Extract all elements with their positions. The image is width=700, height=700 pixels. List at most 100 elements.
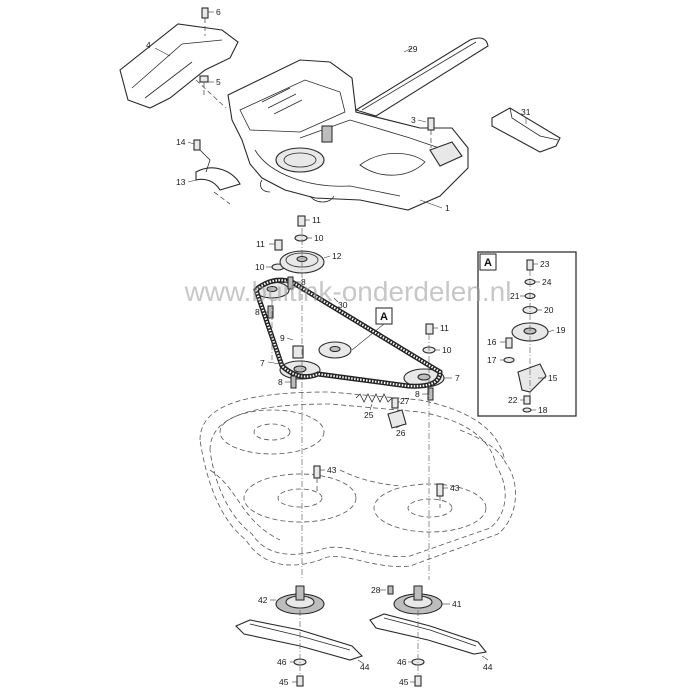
part-label-9: 9 (280, 333, 294, 343)
svg-text:43: 43 (327, 465, 337, 475)
svg-text:29: 29 (408, 44, 418, 54)
svg-text:12: 12 (332, 251, 342, 261)
part-label-20: 20 (537, 305, 554, 315)
svg-text:A: A (380, 311, 388, 323)
spacer (292, 345, 304, 359)
part-label-8c: 8 (278, 377, 291, 387)
part-label-24: 24 (535, 277, 552, 287)
part-label-27: 27 (398, 396, 410, 406)
svg-text:13: 13 (176, 177, 186, 187)
blade-left (235, 619, 364, 661)
spindles-and-blades (235, 585, 488, 687)
part-label-23: 23 (533, 259, 550, 269)
svg-text:7: 7 (260, 358, 265, 368)
svg-text:43: 43 (450, 483, 460, 493)
part-label-12: 12 (323, 251, 342, 261)
part-label-25: 25 (364, 403, 374, 420)
svg-text:8: 8 (278, 377, 283, 387)
part-label-31: 31 (521, 107, 531, 124)
part-labels: 1 3 4 5 6 7 7 8 8 8 8 9 10 10 10 11 11 1… (146, 7, 566, 687)
deck-cover (227, 59, 469, 211)
svg-text:21: 21 (510, 291, 520, 301)
inset-bracket (517, 363, 547, 393)
part-label-8d: 8 (415, 389, 428, 399)
svg-text:16: 16 (487, 337, 497, 347)
part-label-30: 30 (333, 297, 348, 310)
part-label-29: 29 (403, 44, 418, 54)
tension-spring (355, 393, 393, 403)
watermark-text: www.buitink-onderdelen.nl (184, 276, 512, 307)
part-label-46b: 46 (397, 657, 412, 667)
part-label-11c: 11 (433, 323, 449, 333)
part-label-8a: 8 (293, 277, 306, 287)
part-label-41: 41 (442, 599, 462, 609)
svg-text:45: 45 (279, 677, 289, 687)
svg-text:27: 27 (400, 396, 410, 406)
svg-text:24: 24 (542, 277, 552, 287)
svg-text:25: 25 (364, 410, 374, 420)
part-label-44a: 44 (357, 659, 370, 672)
svg-text:26: 26 (396, 428, 406, 438)
part-label-6: 6 (208, 7, 221, 17)
svg-text:11: 11 (440, 323, 449, 333)
part-label-26: 26 (395, 423, 406, 438)
part-label-15: 15 (538, 373, 558, 383)
svg-text:8: 8 (415, 389, 420, 399)
svg-text:7: 7 (455, 373, 460, 383)
part-label-10c: 10 (435, 345, 452, 355)
part-label-45a: 45 (279, 677, 297, 687)
part-label-21: 21 (510, 291, 525, 301)
belt-strap (354, 37, 489, 117)
part-label-14: 14 (176, 137, 195, 147)
svg-text:19: 19 (556, 325, 566, 335)
part-label-19: 19 (547, 325, 566, 335)
part-label-11b: 11 (256, 239, 275, 249)
svg-text:46: 46 (397, 657, 407, 667)
svg-text:20: 20 (544, 305, 554, 315)
part-label-7b: 7 (444, 373, 460, 383)
svg-text:17: 17 (487, 355, 497, 365)
part-label-5: 5 (208, 77, 221, 87)
part-label-45b: 45 (399, 677, 415, 687)
part-label-1: 1 (419, 199, 450, 213)
mower-deck (199, 391, 516, 567)
svg-text:10: 10 (442, 345, 452, 355)
part-label-22: 22 (508, 395, 524, 405)
svg-text:45: 45 (399, 677, 409, 687)
svg-text:1: 1 (445, 203, 450, 213)
svg-text:15: 15 (548, 373, 558, 383)
blade-right (369, 613, 488, 655)
svg-text:10: 10 (314, 233, 324, 243)
svg-text:6: 6 (216, 7, 221, 17)
part-label-17: 17 (487, 355, 504, 365)
svg-text:44: 44 (360, 662, 370, 672)
svg-text:30: 30 (338, 300, 348, 310)
svg-text:11: 11 (312, 215, 321, 225)
part-label-44b: 44 (481, 655, 493, 672)
svg-text:22: 22 (508, 395, 518, 405)
svg-text:9: 9 (280, 333, 285, 343)
inset-label: A (484, 257, 492, 269)
svg-text:31: 31 (521, 107, 531, 117)
svg-text:10: 10 (255, 262, 265, 272)
deck-cover-assembly (119, 7, 561, 211)
part-label-13: 13 (176, 177, 197, 187)
part-label-11a: 11 (305, 215, 321, 225)
part-label-16: 16 (487, 337, 506, 347)
svg-text:8: 8 (255, 307, 260, 317)
part-label-42: 42 (258, 595, 276, 605)
part-label-10a: 10 (307, 233, 324, 243)
part-label-8b: 8 (255, 307, 268, 317)
svg-text:3: 3 (411, 115, 416, 125)
part-label-7a: 7 (260, 358, 281, 368)
svg-text:14: 14 (176, 137, 186, 147)
side-shield (119, 23, 239, 109)
callout-a: A (351, 307, 393, 351)
cable-clip (195, 167, 241, 191)
part-label-4: 4 (146, 40, 171, 57)
svg-text:46: 46 (277, 657, 287, 667)
svg-text:4: 4 (146, 40, 151, 50)
svg-text:5: 5 (216, 77, 221, 87)
svg-text:28: 28 (371, 585, 381, 595)
